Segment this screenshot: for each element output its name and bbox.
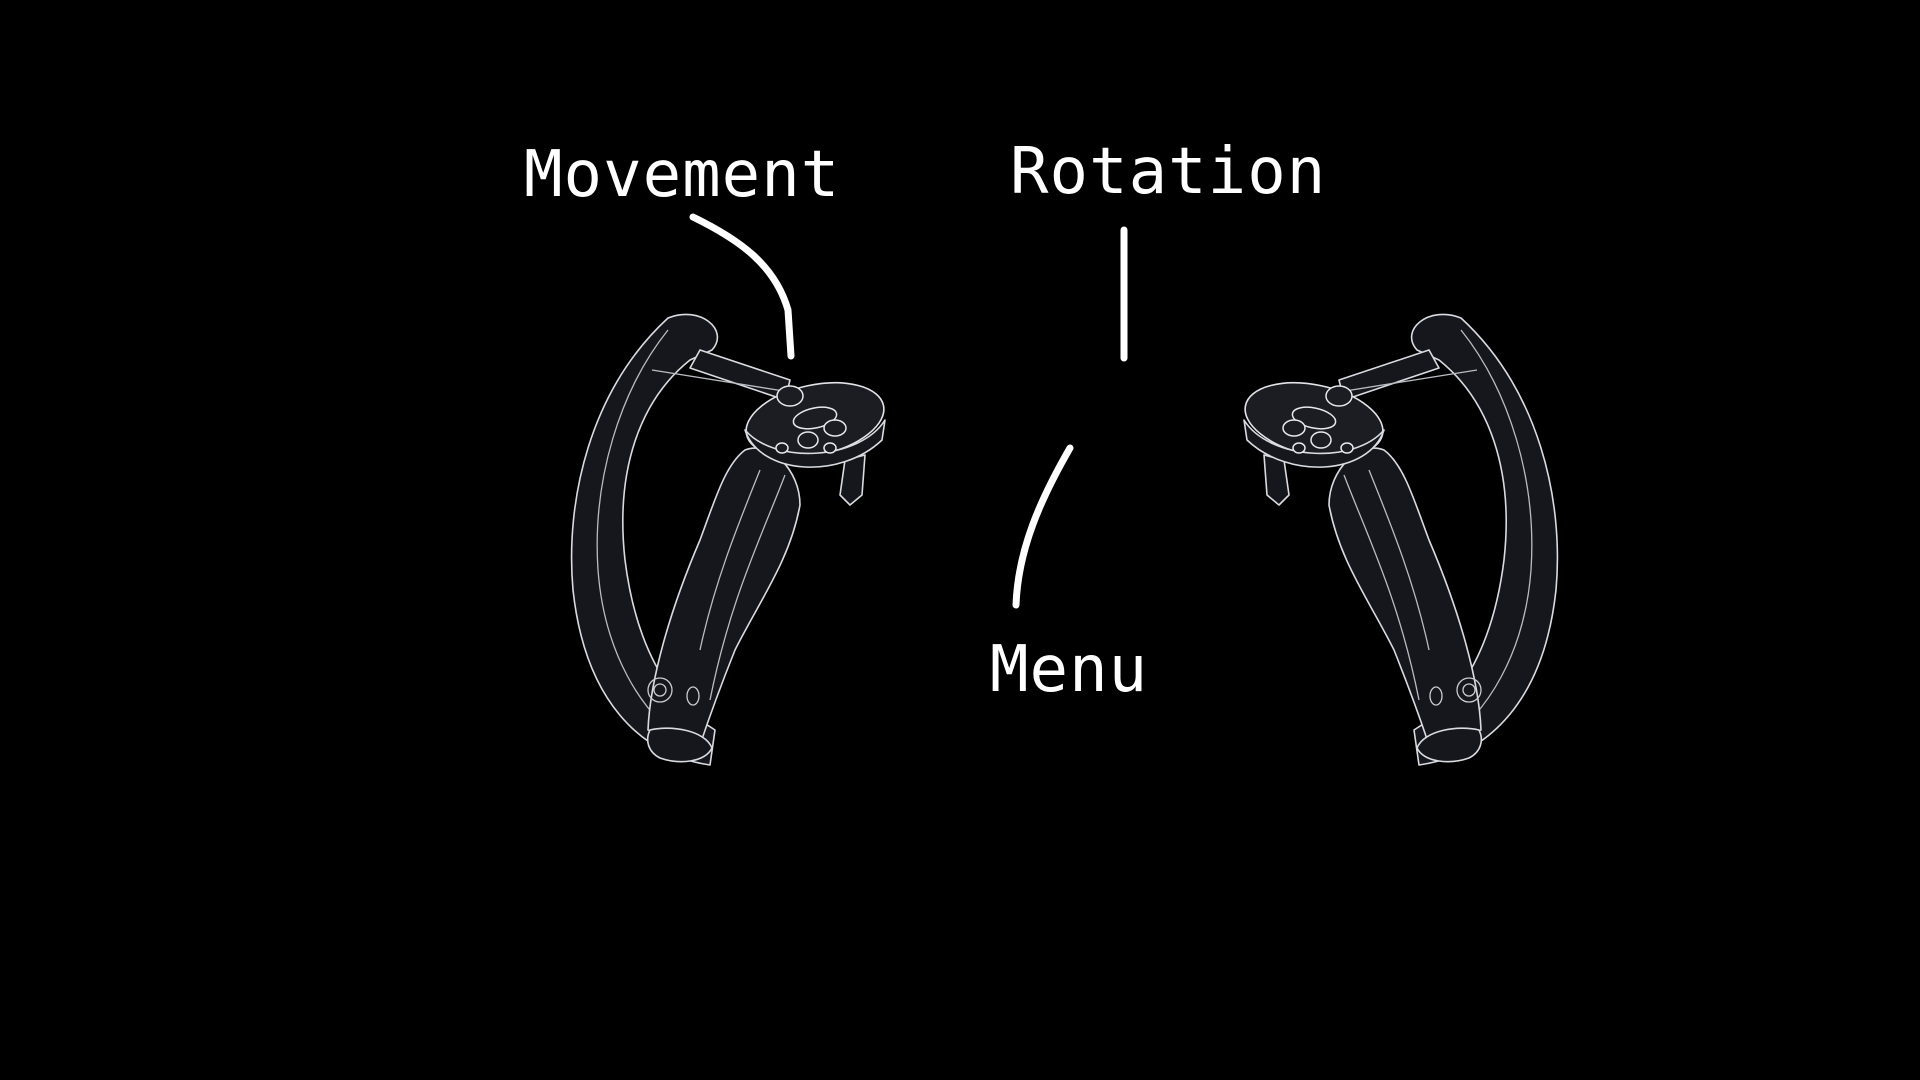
menu-leader-line bbox=[1012, 444, 1074, 609]
vr-controller-right-icon bbox=[1243, 313, 1559, 766]
vr-controller-left-icon bbox=[570, 313, 886, 766]
menu-label: Menu bbox=[990, 633, 1149, 707]
movement-label: Movement bbox=[524, 138, 841, 212]
rotation-label: Rotation bbox=[1010, 135, 1327, 209]
movement-leader-line bbox=[689, 213, 795, 360]
